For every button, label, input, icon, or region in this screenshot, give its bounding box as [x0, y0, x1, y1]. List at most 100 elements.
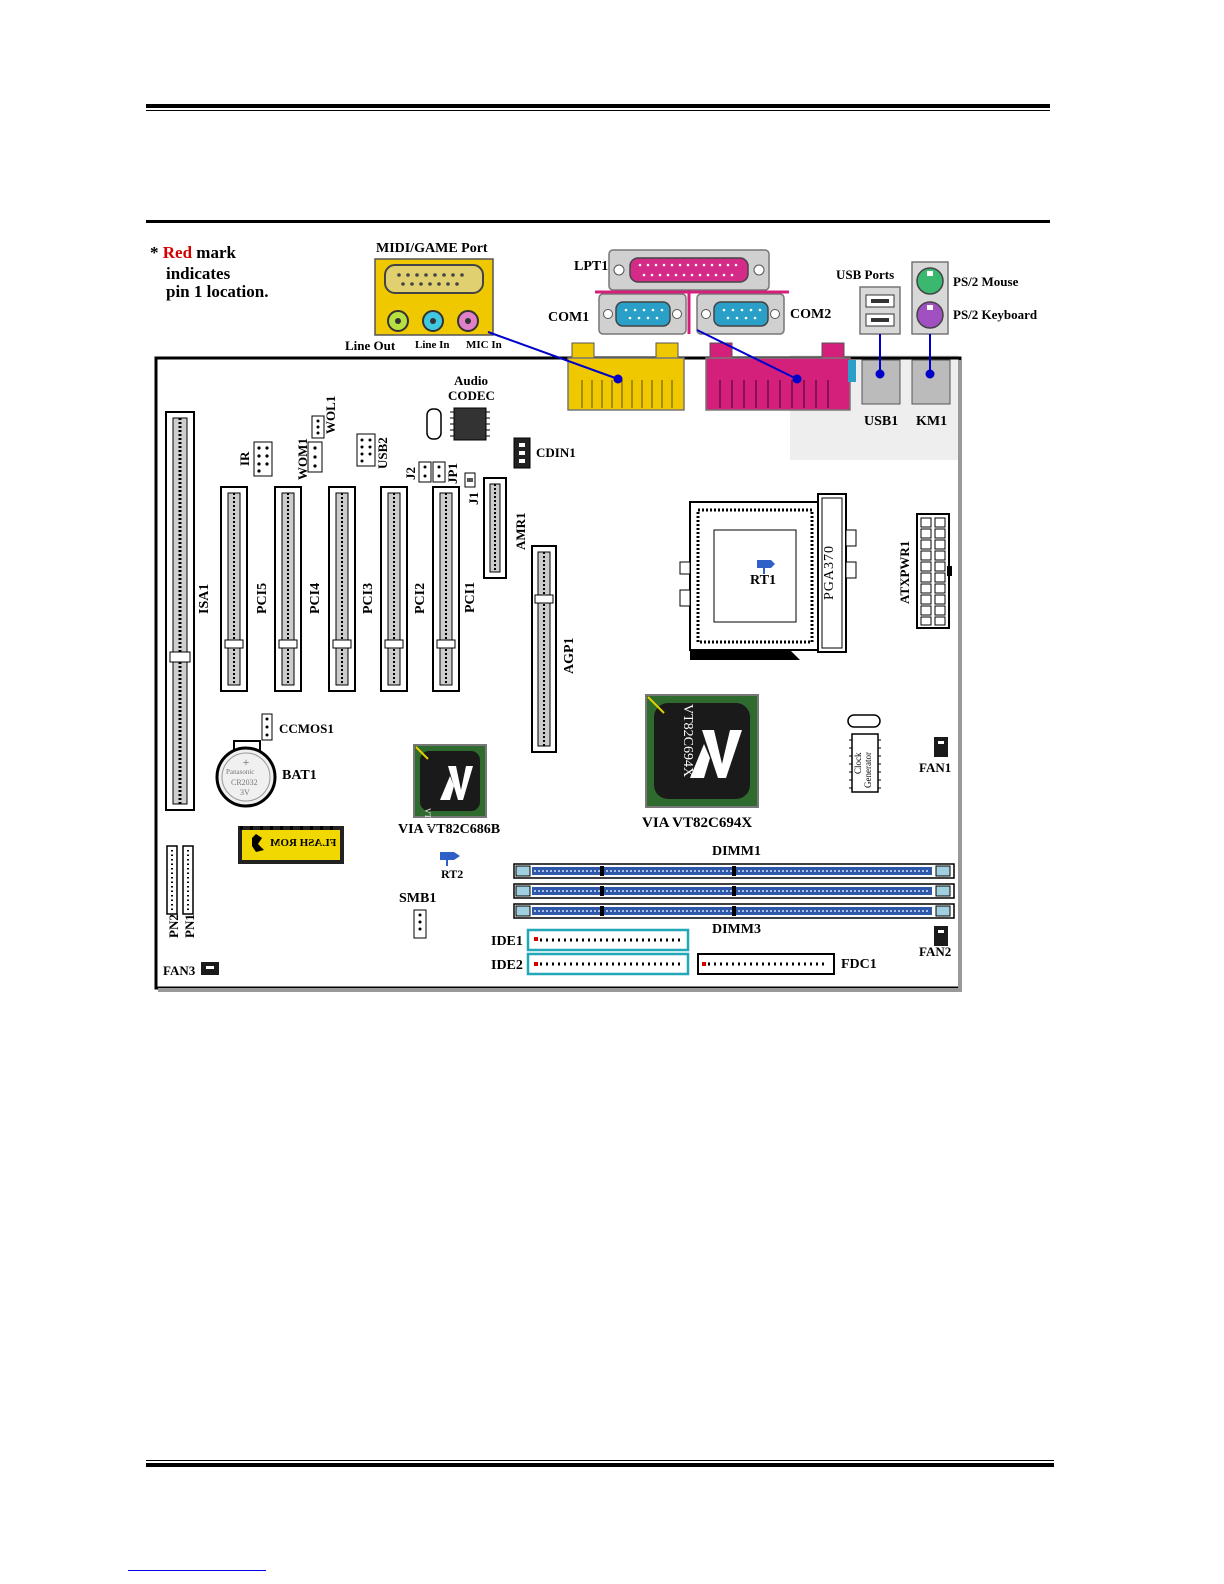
footer-link-underline	[128, 1570, 266, 1571]
ide1-connector	[526, 928, 690, 952]
red-mark-note-line3: pin 1 location.	[166, 282, 269, 301]
fan2-label: FAN2	[919, 944, 952, 959]
usb-ports-label: USB Ports	[836, 267, 895, 282]
smb1-label: SMB1	[399, 891, 437, 906]
pci4-label: PCI4	[308, 582, 323, 614]
vt82c694x-chip	[645, 694, 759, 808]
j2-header	[418, 461, 432, 483]
bat1-battery: +	[215, 740, 277, 808]
amr1-label: AMR1	[513, 512, 528, 550]
header-rule-thin	[146, 110, 1050, 111]
dimm2-slot	[513, 883, 955, 899]
line-out-label: Line Out	[345, 338, 396, 353]
pci1-label: PCI1	[463, 581, 478, 613]
via694x-label: VIA VT82C694X	[642, 815, 753, 831]
pci3-label: PCI3	[361, 582, 376, 614]
ir-header	[253, 441, 273, 477]
ps2-keyboard-label: PS/2 Keyboard	[953, 307, 1038, 322]
agp1-slot	[531, 545, 557, 753]
line-in-label: Line In	[415, 339, 450, 351]
pci2-label: PCI2	[413, 582, 428, 614]
ide2-label: IDE2	[491, 958, 523, 973]
board-lpt-com-connector	[705, 342, 856, 411]
isa1-label: ISA1	[197, 583, 212, 614]
fan1-label: FAN1	[919, 760, 952, 775]
lpt1-label: LPT1	[574, 259, 609, 274]
bat1-label: BAT1	[282, 768, 317, 783]
flash-rom-text: FLASH ROM	[270, 837, 337, 849]
usb2-label: USB2	[375, 437, 390, 469]
atxpwr1-label: ATXPWR1	[897, 540, 912, 604]
svg-text:+: +	[243, 755, 250, 769]
clock-generator-chip	[849, 733, 881, 793]
com2-label: COM2	[790, 307, 832, 322]
pci5-slot	[220, 486, 248, 692]
footer-rule-thick	[146, 1463, 1054, 1467]
audio-codec-label-2: CODEC	[448, 388, 495, 403]
audio-codec-label-1: Audio	[454, 373, 488, 388]
lpt1-dsub	[629, 257, 749, 283]
pn1-header	[182, 845, 194, 915]
vt82c686b-chip	[413, 744, 487, 818]
note-red-word: Red	[162, 243, 193, 262]
leader-lines	[487, 329, 935, 384]
dimm3-slot	[513, 903, 955, 919]
via694-chip-text: VT82C694X	[680, 704, 695, 778]
pga370-label: PGA370	[822, 544, 837, 600]
pci2-slot	[380, 486, 408, 692]
audio-codec-chip	[453, 407, 487, 441]
ide2-connector	[526, 952, 690, 976]
atxpwr1-connector	[916, 513, 952, 629]
pn1-label: PN1	[182, 914, 197, 938]
pn2-label: PN2	[166, 914, 181, 938]
board-shadow-bottom	[158, 988, 962, 992]
ir-label: IR	[237, 451, 252, 466]
note-star: *	[150, 243, 159, 262]
amr1-slot	[483, 477, 507, 579]
via686-chip-text: VT82C686B	[423, 808, 432, 850]
usb2-header	[356, 433, 376, 467]
lpt1-pins	[638, 263, 738, 277]
rt1-label: RT1	[750, 573, 776, 588]
fan1-connector	[934, 737, 948, 757]
battery-voltage-text: 3V	[240, 788, 250, 797]
fan3-label: FAN3	[163, 963, 196, 978]
pci-slots	[220, 486, 460, 692]
fan2-connector	[934, 926, 948, 946]
km1-label: KM1	[916, 414, 948, 429]
ccmos1-label: CCMOS1	[279, 721, 334, 736]
ps2-mouse-port	[916, 267, 944, 295]
board-game-connector	[567, 342, 685, 411]
rt2-label: RT2	[441, 867, 464, 881]
note-mark-word: mark	[192, 243, 236, 262]
cdin1-label: CDIN1	[536, 445, 576, 460]
battery-brand-text: Panasonic	[226, 768, 255, 776]
wom1-label: WOM1	[295, 438, 310, 480]
midi-game-pins	[397, 273, 464, 286]
pga370-socket	[679, 493, 857, 660]
header-rule-thick	[146, 104, 1050, 108]
ide1-label: IDE1	[491, 934, 523, 949]
isa1-slot	[165, 411, 195, 811]
via686b-label: VIA VT82C686B	[398, 822, 501, 837]
dimm-slots	[513, 863, 955, 919]
clock-crystal	[847, 714, 881, 728]
rt1-thermistor	[757, 560, 775, 574]
footer-rule-thin	[146, 1460, 1054, 1461]
rt2-thermistor	[440, 852, 460, 866]
jp1-label: JP1	[445, 463, 460, 484]
pci3-slot	[328, 486, 356, 692]
lpt-com-bracket	[595, 290, 789, 334]
pn2-header	[166, 845, 178, 915]
battery-model-text: CR2032	[231, 778, 258, 787]
usb1-label: USB1	[864, 414, 899, 429]
j2-label: J2	[403, 467, 418, 480]
pci4-slot	[274, 486, 302, 692]
dimm1-slot	[513, 863, 955, 879]
ps2-keyboard-port	[916, 301, 944, 329]
dimm1-label: DIMM1	[712, 844, 761, 859]
agp1-label: AGP1	[562, 637, 577, 674]
pci1-slot	[432, 486, 460, 692]
pci5-label: PCI5	[255, 582, 270, 614]
